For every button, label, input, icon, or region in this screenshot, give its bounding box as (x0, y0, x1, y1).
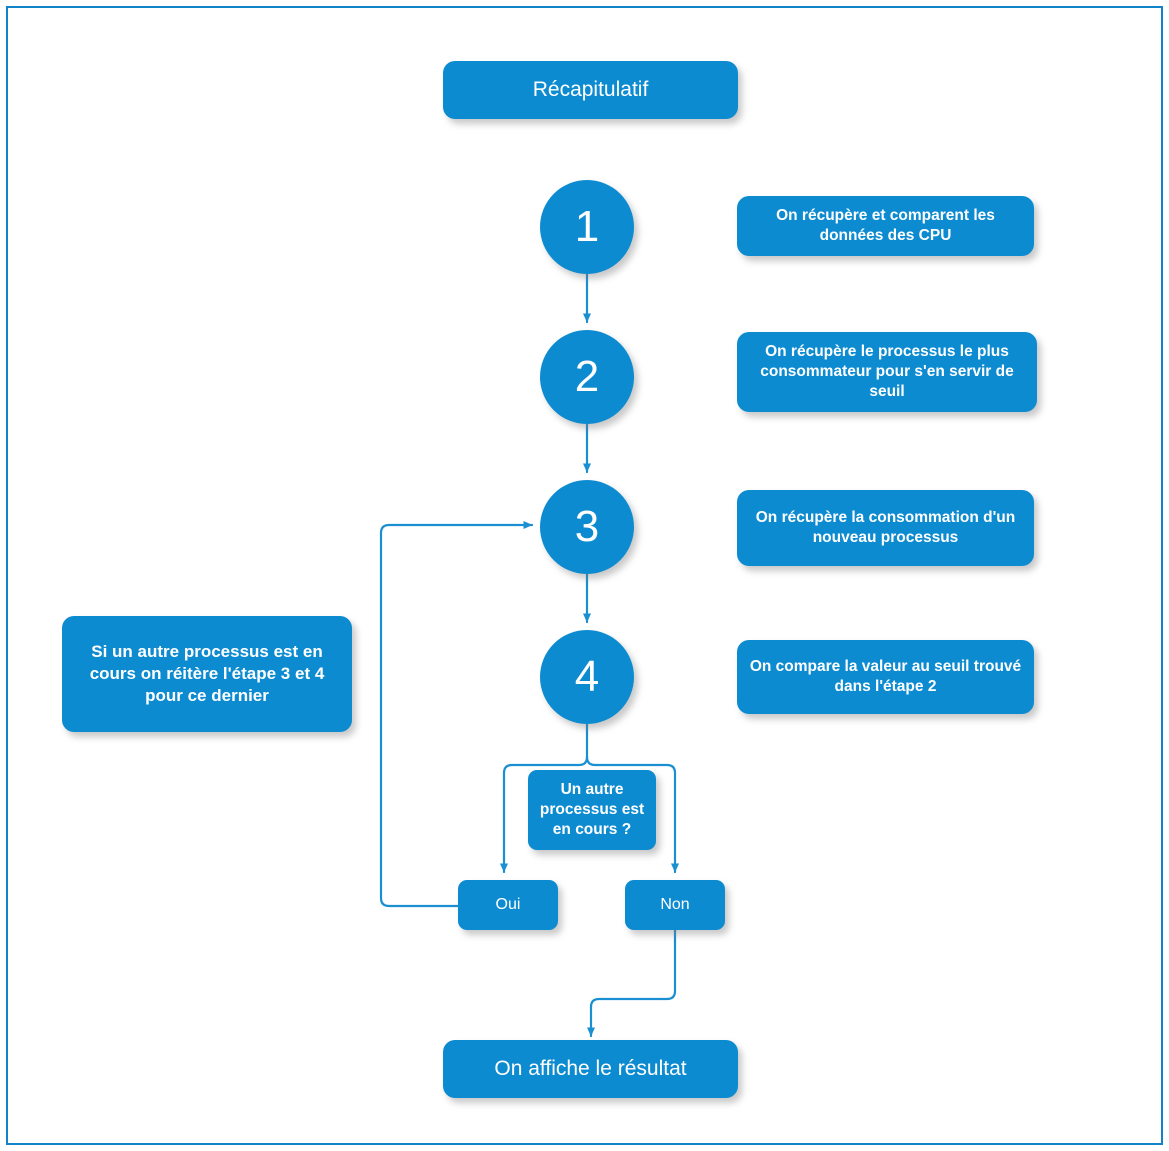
diagram-title: Récapitulatif (443, 61, 738, 119)
branch-yes[interactable]: Oui (458, 880, 558, 930)
step-circle-1[interactable]: 1 (540, 180, 634, 274)
step-description-1: On récupère et comparent les données des… (737, 196, 1034, 256)
edge-oui-loopback-step3 (379, 521, 534, 908)
edge-split-right (585, 755, 679, 874)
branch-no[interactable]: Non (625, 880, 725, 930)
decision-node[interactable]: Un autre processus est en cours ? (528, 770, 656, 850)
step-description-2: On récupère le processus le plus consomm… (737, 332, 1037, 412)
step-description-4: On compare la valeur au seuil trouvé dan… (737, 640, 1034, 714)
step-circle-4[interactable]: 4 (540, 630, 634, 724)
step-description-3: On récupère la consommation d'un nouveau… (737, 490, 1034, 566)
result-node: On affiche le résultat (443, 1040, 738, 1098)
step-circle-3[interactable]: 3 (540, 480, 634, 574)
edge-split-left (500, 755, 589, 874)
loop-note: Si un autre processus est en cours on ré… (62, 616, 352, 732)
edge-non-result (587, 928, 677, 1038)
step-circle-2[interactable]: 2 (540, 330, 634, 424)
